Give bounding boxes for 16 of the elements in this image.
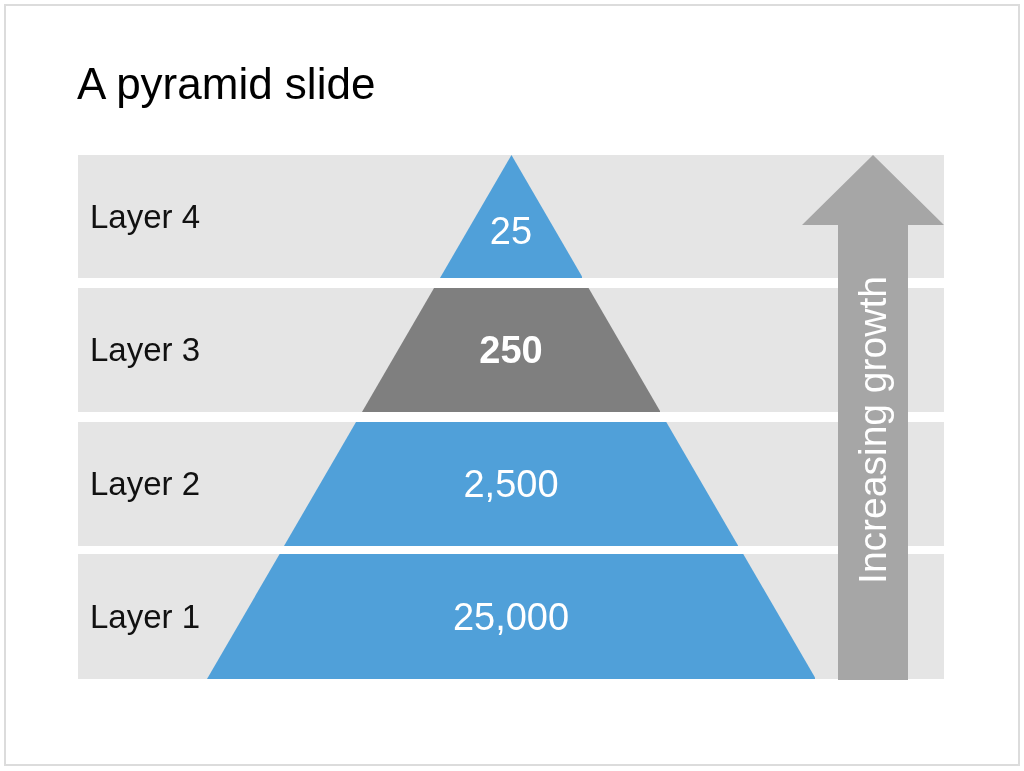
slide-title: A pyramid slide xyxy=(77,62,376,106)
segment-value: 2,500 xyxy=(463,464,559,504)
pyramid-segment xyxy=(283,422,739,546)
layer-label: Layer 2 xyxy=(90,466,201,502)
segment-value: 25 xyxy=(489,210,533,251)
arrow-label: Increasing growth xyxy=(852,276,894,584)
layer-label: Layer 4 xyxy=(90,198,201,235)
pyramid-segment xyxy=(361,288,661,412)
segment-value: 250 xyxy=(479,330,543,370)
layer-label: Layer 3 xyxy=(90,332,201,368)
layer-band xyxy=(78,155,944,278)
pyramid-segment xyxy=(206,554,816,679)
segment-value: 25,000 xyxy=(452,596,570,637)
up-arrow xyxy=(802,155,944,680)
pyramid-segment xyxy=(439,155,583,278)
layer-label: Layer 1 xyxy=(90,598,201,635)
